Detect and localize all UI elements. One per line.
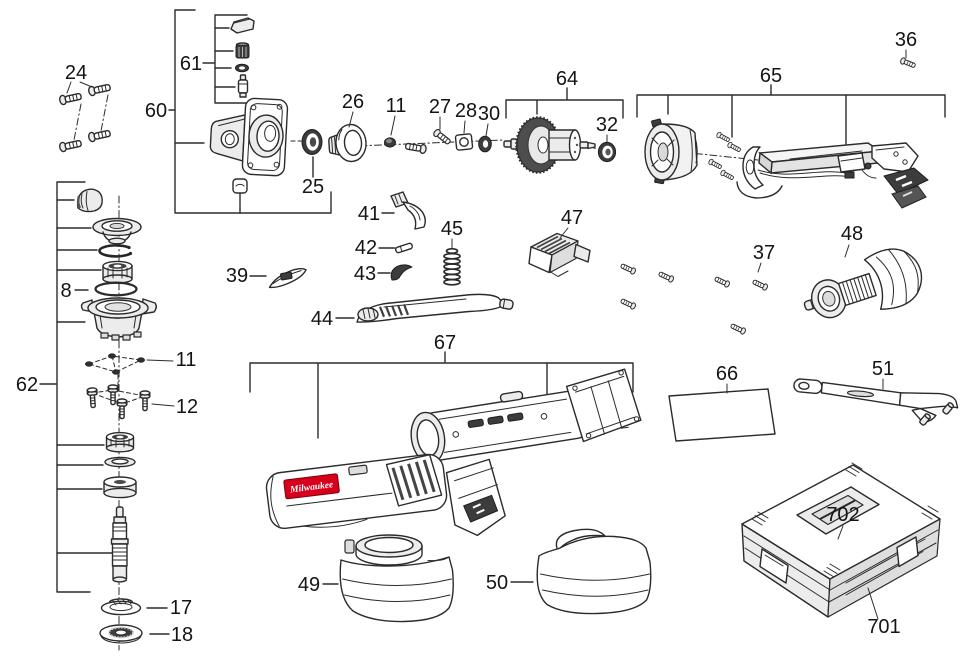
part-67-battery-rail bbox=[445, 458, 506, 537]
part-62-spindle bbox=[110, 506, 129, 583]
part-label-24: 24 bbox=[65, 62, 87, 84]
part-51-wrench bbox=[793, 378, 959, 426]
part-64-armature bbox=[503, 116, 596, 174]
part-label-41: 41 bbox=[358, 203, 380, 225]
part-label-66: 66 bbox=[716, 363, 738, 385]
bracket-61 bbox=[202, 14, 248, 104]
part-label-701: 701 bbox=[867, 616, 900, 638]
part-label-702: 702 bbox=[826, 504, 859, 526]
part-label-37: 37 bbox=[753, 242, 775, 264]
part-25-bearing bbox=[301, 129, 323, 155]
bracket-62 bbox=[39, 181, 113, 593]
part-44-paddle-lever bbox=[356, 293, 514, 323]
part-label-36: 36 bbox=[895, 29, 917, 51]
part-label-28: 28 bbox=[455, 100, 477, 122]
part-62-gear-housing bbox=[80, 297, 157, 341]
part-701-case bbox=[741, 462, 941, 618]
part-11-nut-top bbox=[384, 137, 396, 148]
part-label-12: 12 bbox=[176, 396, 198, 418]
leader-37 bbox=[757, 262, 762, 273]
part-label-44: 44 bbox=[311, 308, 333, 330]
part-39-plate bbox=[268, 268, 307, 289]
part-62-cap bbox=[76, 188, 103, 213]
part-62-bearing-upper bbox=[102, 260, 133, 284]
part-label-67: 67 bbox=[434, 332, 456, 354]
bracket-67 bbox=[249, 351, 634, 439]
part-11-dots bbox=[85, 353, 145, 387]
part-label-61: 61 bbox=[180, 53, 202, 75]
part-66-label-plate bbox=[668, 388, 776, 442]
leader-12 bbox=[151, 403, 175, 407]
part-label-30: 30 bbox=[478, 103, 500, 125]
part-47-switch-button bbox=[528, 232, 591, 277]
part-65-switch-bar bbox=[736, 142, 929, 209]
leaders-top-row bbox=[348, 111, 489, 137]
part-61-valve-kit bbox=[230, 17, 255, 98]
part-label-42: 42 bbox=[355, 237, 377, 259]
part-28-square-nut bbox=[454, 133, 474, 151]
part-label-60: 60 bbox=[145, 100, 167, 122]
part-label-51: 51 bbox=[872, 358, 894, 380]
part-42-pin bbox=[395, 242, 413, 254]
part-32-bearing bbox=[597, 141, 617, 163]
part-8-oring bbox=[94, 281, 138, 297]
part-label-27: 27 bbox=[429, 96, 451, 118]
leader-48 bbox=[844, 244, 850, 258]
part-62-washer bbox=[104, 456, 136, 468]
part-30-oring bbox=[478, 135, 492, 153]
part-label-26: 26 bbox=[342, 91, 364, 113]
part-43-clip bbox=[390, 264, 413, 281]
part-62-bearing-lower bbox=[105, 431, 135, 453]
part-24-screws bbox=[58, 81, 112, 153]
part-label-18: 18 bbox=[171, 624, 193, 646]
part-67-housing-right bbox=[410, 368, 642, 464]
part-label-45: 45 bbox=[441, 218, 463, 240]
part-label-39: 39 bbox=[226, 265, 248, 287]
part-12-screws bbox=[86, 384, 151, 420]
part-41-lever bbox=[390, 191, 426, 230]
part-26-cover bbox=[328, 123, 367, 163]
part-62-snap-ring bbox=[98, 244, 133, 258]
part-label-8: 8 bbox=[60, 280, 71, 302]
part-label-49: 49 bbox=[298, 574, 320, 596]
part-label-50: 50 bbox=[486, 572, 508, 594]
part-62-spacer bbox=[103, 476, 137, 499]
bracket-60 bbox=[168, 9, 332, 214]
part-67-housing-left: Milwaukee bbox=[265, 453, 448, 530]
part-label-47: 47 bbox=[561, 207, 583, 229]
part-label-65: 65 bbox=[760, 65, 782, 87]
part-49-guard bbox=[339, 534, 454, 623]
leader-701 bbox=[867, 587, 879, 620]
part-label-11-left: 11 bbox=[176, 349, 197, 371]
part-label-11-top: 11 bbox=[386, 95, 407, 117]
bracket-65 bbox=[636, 84, 946, 151]
part-45-spring bbox=[443, 247, 461, 286]
part-label-48: 48 bbox=[841, 223, 863, 245]
bracket-64 bbox=[505, 87, 624, 119]
leader-11-left bbox=[146, 359, 174, 362]
part-label-32: 32 bbox=[596, 114, 618, 136]
part-37-screws bbox=[619, 262, 769, 336]
part-label-64: 64 bbox=[556, 68, 578, 90]
leader-702 bbox=[837, 525, 844, 540]
part-label-17: 17 bbox=[170, 597, 192, 619]
part-label-62: 62 bbox=[16, 374, 38, 396]
part-label-25: 25 bbox=[302, 176, 324, 198]
part-36-screw bbox=[899, 56, 917, 70]
part-50-guard bbox=[536, 528, 652, 615]
part-65-motor-field bbox=[644, 118, 698, 185]
part-62-flange bbox=[92, 217, 142, 245]
part-18-flange-nut bbox=[99, 624, 143, 644]
part-label-43: 43 bbox=[354, 263, 376, 285]
part-60-square-nut bbox=[232, 178, 248, 194]
part-48-side-handle bbox=[803, 248, 923, 319]
milwaukee-logo-band bbox=[283, 473, 340, 500]
leader-47 bbox=[559, 227, 569, 239]
part-17-flange bbox=[100, 598, 142, 616]
part-60-gearcase-cover bbox=[209, 97, 289, 177]
